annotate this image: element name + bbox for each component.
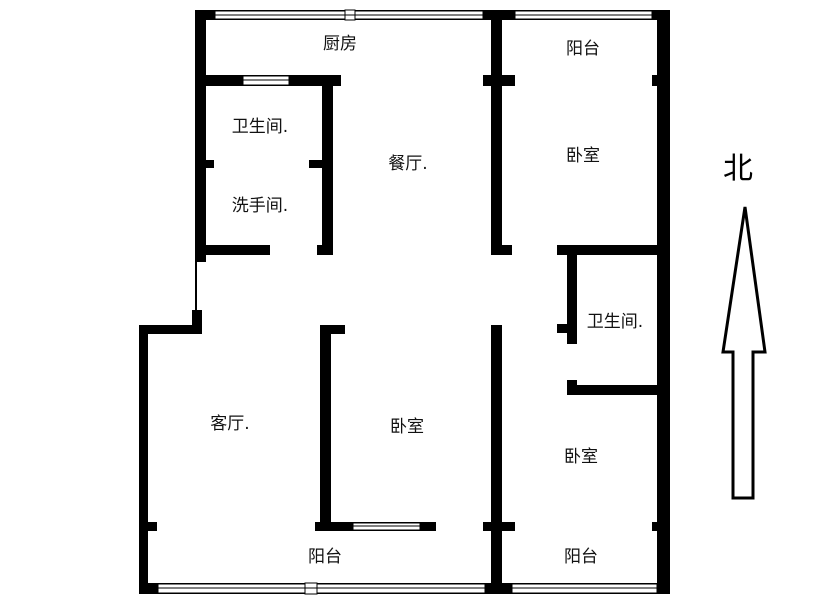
window-balcony-se — [511, 583, 658, 594]
wall-segment — [139, 325, 202, 334]
label-bedroom-mid: 卧室 — [390, 417, 424, 437]
wall-segment — [317, 245, 333, 255]
wall-stub — [309, 160, 323, 168]
north-compass: 北 — [721, 152, 767, 500]
walls — [139, 9, 670, 595]
label-dining: 餐厅. — [388, 154, 427, 174]
wall-middle-upper — [491, 10, 502, 255]
label-bathroom-w: 卫生间. — [232, 117, 288, 137]
window-kitchen — [214, 9, 484, 21]
wall-segment — [567, 255, 577, 344]
room-labels: 厨房 阳台 卫生间. 餐厅. 卧室 洗手间. 卫生间. 客厅. 卧室 卧室 阳台… — [210, 34, 643, 567]
wall-stub — [483, 75, 515, 86]
label-living: 客厅. — [210, 414, 249, 434]
label-washroom: 洗手间. — [232, 196, 288, 216]
window-bathroom — [242, 75, 290, 86]
wall-left-outer — [139, 325, 148, 594]
label-bathroom-e: 卫生间. — [587, 312, 643, 332]
label-kitchen: 厨房 — [323, 34, 357, 54]
wall-left-upper — [195, 10, 206, 262]
door-line — [195, 262, 197, 310]
window-bedroom-mid — [352, 522, 421, 531]
label-bedroom-se: 卧室 — [564, 447, 598, 467]
wall-right-outer — [657, 10, 670, 594]
wall-stub — [652, 75, 658, 86]
wall-segment — [320, 325, 331, 531]
window-balcony-ne — [514, 10, 653, 20]
wall-segment — [322, 86, 333, 255]
wall-stub — [148, 522, 157, 531]
wall-segment — [206, 245, 270, 255]
label-balcony-s: 阳台 — [308, 547, 342, 567]
wall-stub — [557, 324, 567, 333]
north-label: 北 — [723, 152, 753, 187]
wall-segment — [192, 310, 202, 334]
wall-middle-lower — [491, 325, 502, 594]
wall-segment — [567, 385, 660, 395]
wall-segment — [557, 245, 662, 255]
label-balcony-se: 阳台 — [564, 547, 598, 567]
wall-stub — [483, 522, 515, 531]
wall-stub — [491, 245, 512, 255]
north-arrow-icon — [721, 206, 767, 500]
wall-stub — [206, 160, 214, 168]
label-bedroom-ne: 卧室 — [566, 146, 600, 166]
wall-stub — [652, 522, 658, 531]
label-balcony-ne: 阳台 — [566, 39, 600, 59]
wall-stub — [567, 380, 577, 395]
window-balcony-s — [157, 582, 486, 595]
wall-segment — [320, 325, 345, 334]
